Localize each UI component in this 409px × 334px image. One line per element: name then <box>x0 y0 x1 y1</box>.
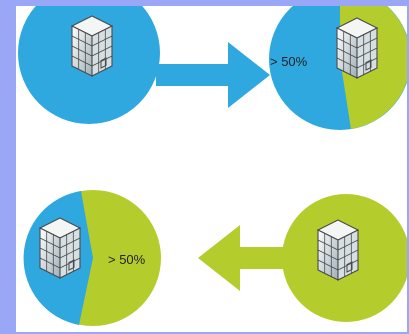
diagram-svg: > 50% > 50% <box>18 6 407 326</box>
top-percent-label: > 50% <box>270 54 308 69</box>
building-icon <box>317 219 359 281</box>
building-icon <box>39 217 81 279</box>
arrow-right-icon <box>156 42 270 108</box>
building-icon <box>336 17 378 79</box>
building-icon <box>71 15 113 77</box>
bottom-percent-label: > 50% <box>108 252 146 267</box>
